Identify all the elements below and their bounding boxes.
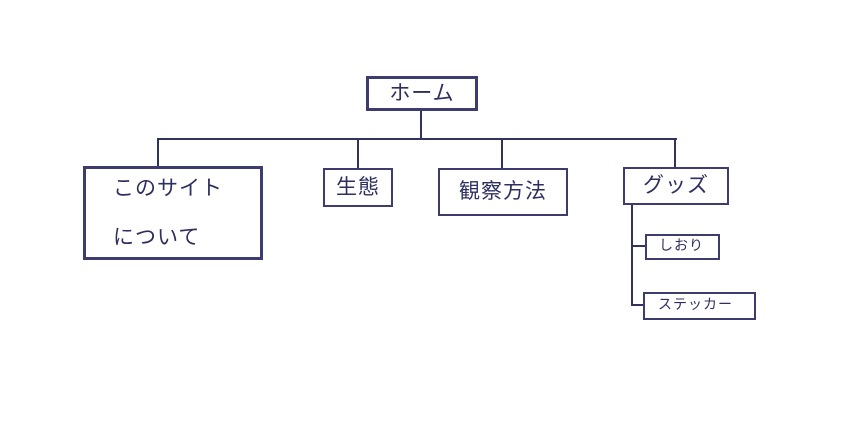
- connector-to-bookmark: [631, 245, 645, 247]
- node-observation-method[interactable]: 観察方法: [438, 168, 568, 216]
- node-home[interactable]: ホーム: [366, 76, 478, 111]
- connector-home-down: [420, 111, 422, 139]
- node-about-label-line2: について: [113, 224, 201, 249]
- node-bookmark-label: しおり: [659, 238, 704, 255]
- connector-to-sticker: [631, 304, 643, 306]
- node-about-label-line1: このサイト: [113, 176, 223, 201]
- node-bookmark[interactable]: しおり: [645, 234, 720, 260]
- node-sticker[interactable]: ステッカー: [643, 292, 756, 320]
- node-about-this-site[interactable]: このサイト について: [83, 166, 263, 260]
- connector-goods-subtree: [631, 205, 633, 306]
- connector-to-about: [157, 138, 159, 166]
- node-ecology-label: 生態: [336, 174, 380, 199]
- connector-main-horizontal: [157, 138, 677, 140]
- connector-to-ecology: [357, 138, 359, 168]
- node-goods-label: グッズ: [643, 173, 709, 198]
- node-goods[interactable]: グッズ: [623, 167, 729, 205]
- connector-to-observation: [501, 138, 503, 168]
- node-home-label: ホーム: [389, 80, 455, 105]
- node-sticker-label: ステッカー: [658, 297, 733, 314]
- connector-to-goods: [674, 138, 676, 167]
- node-observation-label: 観察方法: [459, 179, 547, 204]
- node-ecology[interactable]: 生態: [323, 168, 393, 207]
